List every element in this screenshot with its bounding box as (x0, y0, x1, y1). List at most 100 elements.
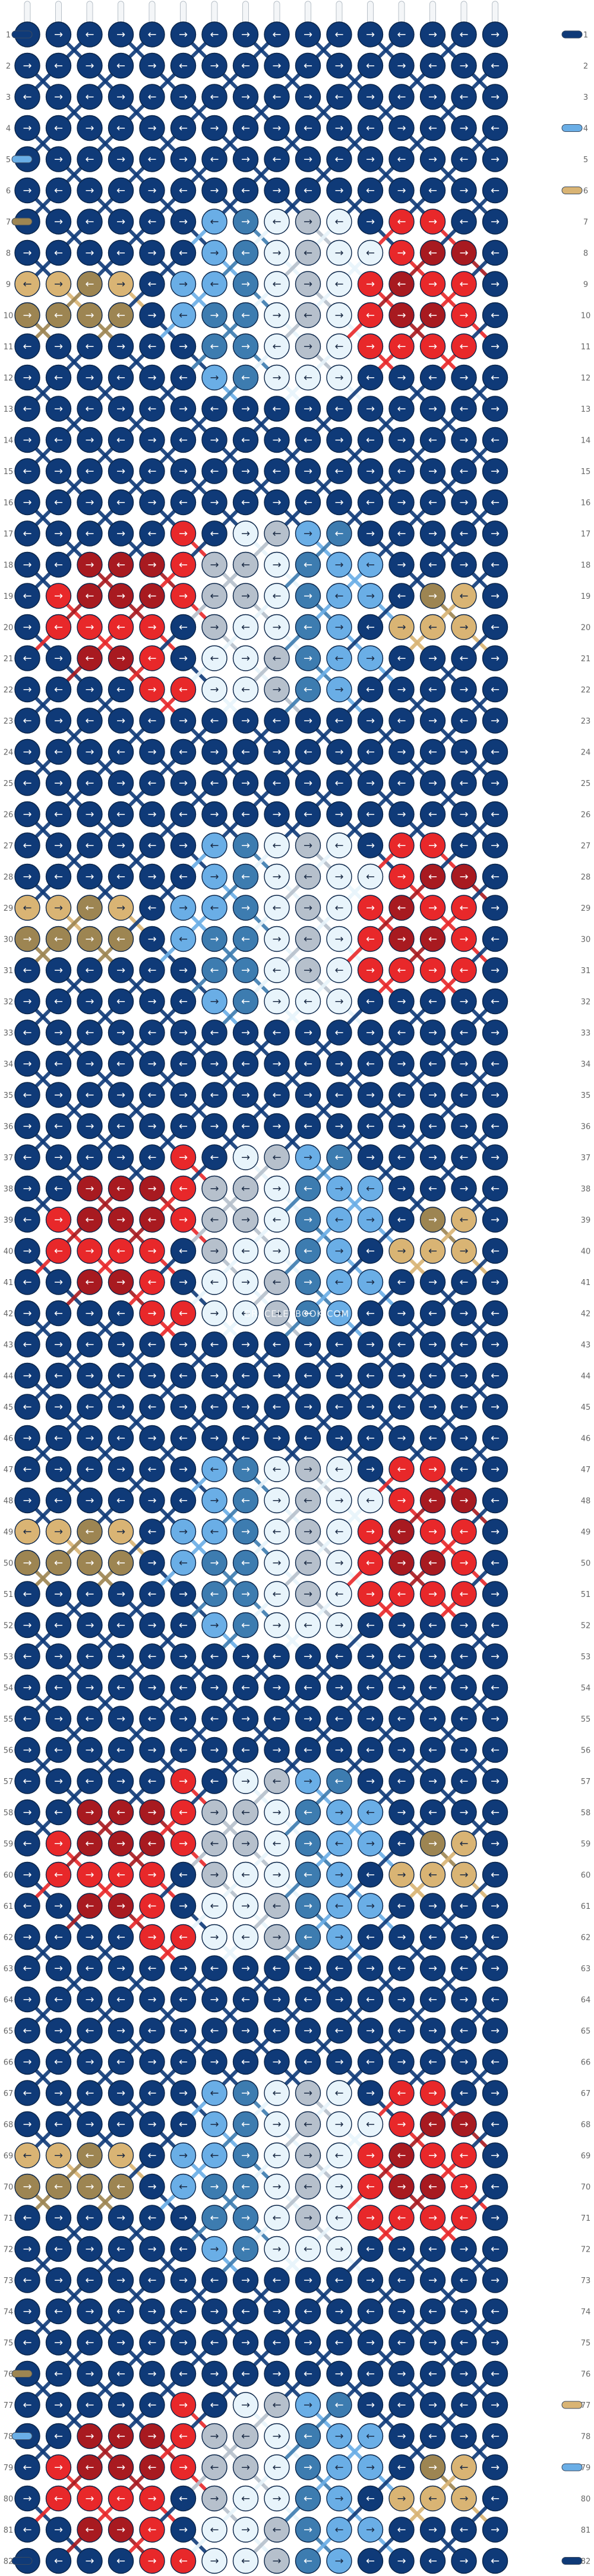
arrow-right-icon: → (85, 1183, 94, 1195)
arrow-right-icon: → (210, 1557, 219, 1570)
arrow-left-icon: ← (179, 2306, 188, 2318)
knot: ← (264, 2205, 290, 2231)
knot: → (201, 738, 228, 765)
arrow-left-icon: ← (179, 809, 188, 821)
arrow-left-icon: ← (23, 1463, 31, 1476)
knot: → (77, 1425, 103, 1451)
arrow-right-icon: → (428, 1151, 437, 1164)
arrow-right-icon: → (334, 2181, 343, 2193)
knot: ← (388, 1830, 415, 1857)
knot: ← (45, 2173, 72, 2200)
arrow-left-icon: ← (491, 2430, 500, 2443)
arrow-right-icon: → (54, 29, 63, 41)
knot: ← (77, 1456, 103, 1482)
knot: ← (108, 1362, 134, 1389)
arrow-right-icon: → (397, 2306, 406, 2318)
row-number-left: 63 (4, 1965, 14, 1974)
arrow-right-icon: → (428, 1401, 437, 1413)
arrow-left-icon: ← (366, 2368, 375, 2381)
knot: ← (201, 2080, 228, 2106)
knot: ← (14, 1581, 40, 1607)
side-thread-ends (11, 30, 583, 2565)
knot: ← (77, 396, 103, 422)
knot: → (45, 2454, 72, 2480)
row-number-right: 70 (581, 2183, 591, 2192)
arrow-left-icon: ← (116, 871, 125, 883)
knot: ← (77, 708, 103, 734)
arrow-left-icon: ← (210, 1089, 219, 1101)
knot: ← (482, 1737, 508, 1763)
arrow-left-icon: ← (304, 871, 312, 883)
row-number-left: 10 (4, 312, 14, 321)
knot: ← (295, 2360, 321, 2387)
arrow-left-icon: ← (147, 902, 156, 914)
knot: ← (295, 1549, 321, 1576)
arrow-left-icon: ← (179, 1183, 188, 1195)
knot: ← (451, 84, 477, 110)
knot: → (108, 2205, 134, 2231)
arrow-left-icon: ← (241, 497, 250, 509)
knot: ← (139, 209, 165, 235)
top-thread-end (336, 1, 343, 24)
knot: → (232, 2329, 259, 2356)
knot: ← (482, 2485, 508, 2512)
arrow-right-icon: → (179, 2149, 188, 2162)
arrow-right-icon: → (334, 247, 343, 260)
knot: ← (14, 396, 40, 422)
knot: → (295, 2267, 321, 2293)
arrow-right-icon: → (459, 1994, 468, 2006)
knot: → (45, 1144, 72, 1170)
knot: ← (170, 1300, 197, 1327)
knot: → (77, 1549, 103, 1576)
knot: → (295, 2392, 321, 2418)
knot: ← (388, 1706, 415, 1732)
knot: ← (139, 2329, 165, 2356)
knot: → (108, 832, 134, 858)
arrow-right-icon: → (397, 1931, 406, 1944)
knot: → (14, 2048, 40, 2075)
arrow-right-icon: → (23, 996, 31, 1008)
knot: ← (45, 801, 72, 828)
arrow-right-icon: → (272, 996, 281, 1008)
arrow-right-icon: → (23, 1370, 31, 1382)
knot: → (419, 520, 446, 547)
knot: ← (419, 1799, 446, 1826)
arrow-right-icon: → (272, 310, 281, 322)
knot: ← (232, 52, 259, 79)
arrow-right-icon: → (272, 1058, 281, 1071)
knot: → (108, 1019, 134, 1046)
knot: ← (482, 1924, 508, 1950)
row-number-right: 26 (581, 811, 591, 820)
arrow-right-icon: → (85, 559, 94, 572)
knot: ← (201, 832, 228, 858)
arrow-right-icon: → (54, 1650, 63, 1663)
knot: → (419, 1955, 446, 1981)
knot: → (419, 1581, 446, 1607)
knot: → (139, 738, 165, 765)
arrow-right-icon: → (210, 497, 219, 509)
knot: → (139, 2048, 165, 2075)
arrow-left-icon: ← (334, 1713, 343, 1725)
knot: → (45, 1581, 72, 1607)
knot: → (264, 863, 290, 890)
knot: → (108, 1082, 134, 1108)
knot: ← (357, 1175, 384, 1202)
knot: → (326, 1113, 352, 1139)
arrow-right-icon: → (459, 60, 468, 72)
knot: → (139, 1175, 165, 1202)
arrow-right-icon: → (491, 715, 500, 727)
knot: → (388, 614, 415, 640)
arrow-left-icon: ← (179, 746, 188, 759)
knot: → (201, 1362, 228, 1389)
knot: → (201, 2048, 228, 2075)
row-number-right: 58 (581, 1809, 591, 1818)
knot: ← (232, 1238, 259, 1264)
arrow-right-icon: → (366, 964, 375, 977)
arrow-left-icon: ← (366, 1120, 375, 1133)
knot: ← (264, 146, 290, 172)
knot: → (388, 1986, 415, 2013)
arrow-left-icon: ← (397, 715, 406, 727)
knot: → (388, 2485, 415, 2512)
arrow-right-icon: → (397, 1245, 406, 1258)
knot: → (170, 2392, 197, 2418)
